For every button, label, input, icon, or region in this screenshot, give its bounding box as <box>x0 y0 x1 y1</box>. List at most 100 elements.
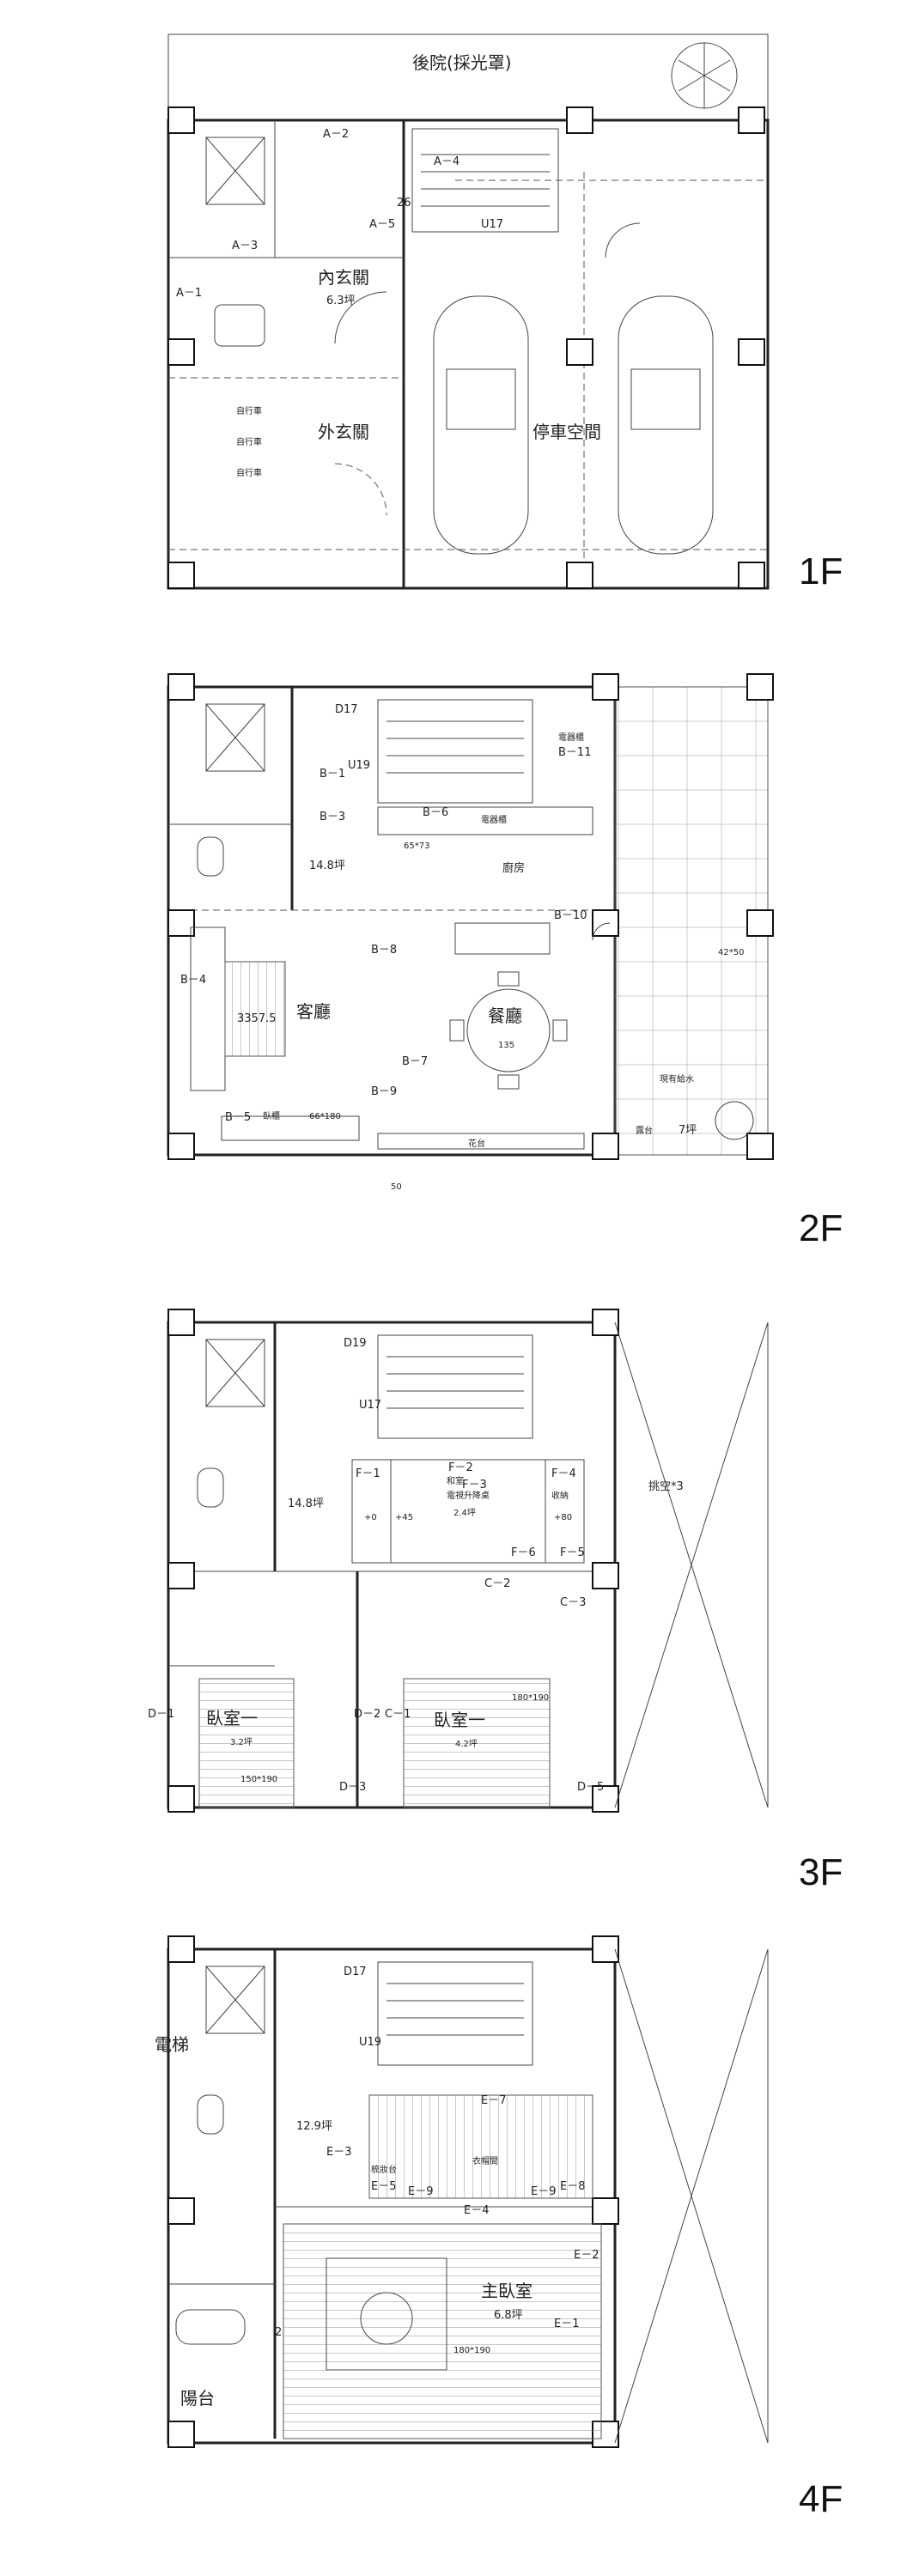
cabinet <box>221 1115 360 1141</box>
f1-bike-label: 自行車 <box>236 467 262 478</box>
f4-e9-tag: E－9 <box>531 2185 557 2198</box>
f2-dining-label: 餐廳 <box>488 1005 522 1026</box>
f3-stairs <box>377 1334 533 1439</box>
f2-area-label: 14.8坪 <box>309 860 345 872</box>
f2-u19-tag: U19 <box>348 759 370 772</box>
column <box>167 106 195 134</box>
f3-f1-tag: F－1 <box>356 1467 380 1480</box>
f1-dim-26: 26 <box>397 197 411 210</box>
f2-b4-tag: B－4 <box>180 974 206 987</box>
bed-icon <box>326 2257 447 2371</box>
floor-3f <box>167 1309 769 1813</box>
elevator-shaft <box>205 137 265 205</box>
f4-e8-tag: E－8 <box>560 2180 586 2193</box>
f2-b7-tag: B－7 <box>402 1055 428 1068</box>
f4-stairs <box>377 1961 533 2066</box>
floor-4f <box>167 1935 769 2448</box>
floor-tag-1f: 1F <box>799 550 843 592</box>
tree-icon <box>671 42 738 109</box>
f4-e2-tag: E－2 <box>574 2249 599 2262</box>
f3-area-label: 14.8坪 <box>288 1498 324 1510</box>
floor-tag-3f: 3F <box>799 1851 843 1893</box>
sofa-icon <box>190 927 226 1091</box>
f3-bedroom-a-label: 臥室一 <box>206 1708 258 1728</box>
f4-u19-tag: U19 <box>359 2036 381 2049</box>
floor-tag-2f: 2F <box>799 1207 843 1249</box>
armchair-icon <box>214 304 265 347</box>
f3-bed-dim-b: 180*190 <box>512 1693 549 1703</box>
f2-balcony-deck <box>614 686 769 1156</box>
f4-master-label: 主臥室 <box>481 2281 533 2301</box>
f3-f4-tag: F－4 <box>551 1467 576 1480</box>
f4-mark-2: 2 <box>275 2326 282 2339</box>
f3-bedroom-b-area: 4.2坪 <box>455 1738 478 1749</box>
f2-sofa-dim: 3357.5 <box>237 1012 277 1025</box>
f1-outer-foyer-label: 外玄關 <box>318 422 369 442</box>
car-icon <box>433 295 714 555</box>
f4-e3-tag: E－3 <box>326 2146 352 2159</box>
planter <box>377 1133 585 1150</box>
f1-bike-label: 自行車 <box>236 436 262 447</box>
f3-level-80: +80 <box>554 1513 572 1522</box>
f3-c3-tag: C－3 <box>560 1596 586 1609</box>
f1-parking-label: 停車空間 <box>533 422 601 442</box>
f3-tatami-area: 2.4坪 <box>453 1507 476 1518</box>
f2-balcony-area: 7坪 <box>679 1124 697 1137</box>
tatami-room <box>351 1459 585 1564</box>
kitchen-island <box>454 922 551 955</box>
toilet-icon <box>197 1467 224 1508</box>
bathtub-icon <box>175 2309 246 2345</box>
f2-living-label: 客廳 <box>296 1001 331 1022</box>
f1-walls <box>167 118 770 590</box>
f4-bed-dim: 180*190 <box>453 2346 490 2355</box>
f1-outline <box>167 33 769 589</box>
rug <box>224 961 286 1057</box>
f4-area-label: 12.9坪 <box>296 2120 332 2133</box>
f1-a4-tag: A－4 <box>434 155 460 168</box>
f4-balcony-label: 陽台 <box>180 2388 215 2409</box>
f1-a2-tag: A－2 <box>323 128 349 141</box>
f4-e9-tag: E－9 <box>408 2185 434 2198</box>
f1-inner-foyer-label: 內玄關 <box>318 267 369 288</box>
f3-d5-tag: D－5 <box>577 1781 604 1794</box>
f1-a3-tag: A－3 <box>232 240 258 252</box>
f1-stairs <box>411 128 559 233</box>
f3-level-45: +45 <box>395 1513 413 1522</box>
f2-b11-tag: B－11 <box>558 746 591 759</box>
kitchen-counter <box>377 806 593 835</box>
f2-cabinet-label: 臥櫃 <box>263 1110 280 1121</box>
f4-e7-tag: E－7 <box>481 2094 507 2107</box>
f1-a1-tag: A－1 <box>176 287 202 300</box>
f2-planter-label: 花台 <box>468 1138 485 1149</box>
tree-icon <box>715 1101 754 1140</box>
f3-f6-tag: F－6 <box>511 1546 536 1559</box>
f3-storage-label: 收納 <box>551 1490 569 1501</box>
f3-tatami-sub: 電視升降桌 <box>447 1490 490 1501</box>
f1-bike-label: 自行車 <box>236 405 262 416</box>
floor-tag-4f: 4F <box>799 2478 843 2520</box>
f1-inner-foyer-area: 6.3坪 <box>326 295 356 307</box>
f4-d17-tag: D17 <box>344 1965 367 1978</box>
f3-f2-tag: F－2 <box>448 1461 473 1474</box>
f2-b10-tag: B－10 <box>554 909 587 922</box>
f2-island-label: 電器櫃 <box>481 814 507 825</box>
f2-b5-tag: B－5 <box>225 1111 251 1124</box>
floor-2f <box>167 673 774 1160</box>
f2-b8-tag: B－8 <box>371 944 397 957</box>
f2-table-dim: 135 <box>498 1041 514 1050</box>
f1-a5-tag: A－5 <box>369 218 395 231</box>
f3-tatami-note: 和室 <box>447 1475 464 1486</box>
f3-c1-tag: C－1 <box>385 1708 411 1721</box>
f2-dim-50: 50 <box>391 1182 402 1192</box>
f2-stairs <box>377 699 533 804</box>
f4-e1-tag: E－1 <box>554 2318 580 2330</box>
f2-cabinet-dim: 66*180 <box>309 1112 341 1121</box>
toilet-icon <box>197 836 224 877</box>
walk-in-closet <box>368 2094 593 2199</box>
f3-bedroom-a-area: 3.2坪 <box>230 1736 253 1747</box>
f3-d3-tag: D－3 <box>339 1781 366 1794</box>
f3-skylight-label: 挑空*3 <box>648 1480 684 1493</box>
f2-existing-water: 現有給水 <box>660 1073 694 1084</box>
f2-b9-tag: B－9 <box>371 1085 397 1098</box>
